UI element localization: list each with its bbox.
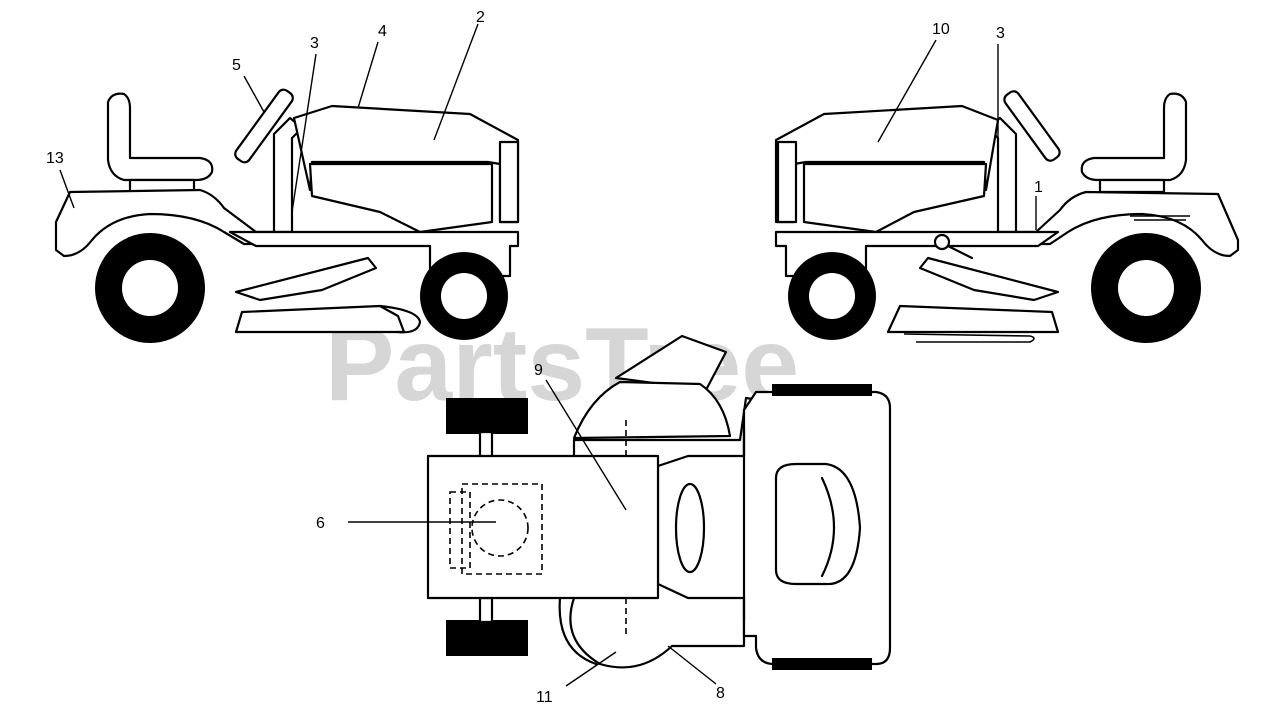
- right-mower-deck: [886, 304, 1060, 334]
- callout-labels: 13 5 3 4 2 10 3 1 9 6 11 8: [46, 9, 1043, 706]
- callout-leaders: [59, 23, 1037, 687]
- callout-6: 6: [316, 515, 325, 532]
- top-rear-axle-lower: [478, 596, 494, 624]
- top-rear-body: [426, 454, 660, 600]
- leader-11: [565, 651, 617, 687]
- right-footrest: [918, 256, 1060, 302]
- left-rear-wheel-rim: [122, 260, 178, 316]
- leader-9: [545, 379, 627, 511]
- right-grille: [776, 140, 798, 224]
- left-grille: [498, 140, 520, 224]
- leader-4: [357, 41, 379, 109]
- top-view-tractor: [426, 334, 892, 670]
- left-hood-lower: [308, 162, 494, 234]
- callout-4: 4: [378, 23, 387, 40]
- callout-11: 11: [536, 689, 553, 706]
- top-fuel-cap: [471, 499, 529, 557]
- top-front-bumper-lower: [772, 658, 872, 670]
- right-hood-lower: [802, 162, 988, 234]
- left-seat: [106, 92, 214, 182]
- right-steering-wheel: [1003, 90, 1061, 162]
- right-side-view-tractor: [774, 90, 1240, 343]
- leader-2: [433, 23, 479, 141]
- left-steering-wheel: [234, 88, 294, 164]
- leader-8: [667, 645, 717, 685]
- top-hood-panel: [774, 462, 862, 586]
- callout-9: 9: [534, 362, 543, 379]
- right-rear-wheel-rim: [1118, 260, 1174, 316]
- right-rear-fender: [1002, 190, 1240, 258]
- callout-1: 1: [1034, 179, 1043, 196]
- leader-10: [877, 39, 937, 143]
- left-discharge-chute: [378, 304, 422, 334]
- top-hood-panel-inner: [820, 476, 836, 578]
- callout-3-left: 3: [310, 35, 319, 52]
- top-rear-right-tire: [446, 620, 528, 656]
- left-front-wheel-rim: [441, 273, 487, 319]
- top-rear-axle-upper: [478, 430, 494, 460]
- left-footrest: [234, 256, 378, 302]
- left-rear-fender: [54, 188, 292, 258]
- leader-3-left: [291, 53, 317, 213]
- right-seat-base: [1098, 178, 1166, 194]
- callout-13: 13: [46, 150, 64, 167]
- right-deck-skirt: [903, 333, 1035, 343]
- callout-2: 2: [476, 9, 485, 26]
- top-steering-oval: [674, 482, 706, 574]
- top-front-bumper-upper: [772, 384, 872, 396]
- right-front-wheel-rim: [809, 273, 855, 319]
- right-seat: [1080, 92, 1188, 182]
- right-lift-lever: [946, 244, 974, 260]
- callout-5: 5: [232, 57, 241, 74]
- top-deck-front-edge: [558, 596, 598, 666]
- top-seat-outline: [461, 483, 543, 575]
- top-seat-outline-outer: [449, 491, 471, 569]
- right-lift-lever-knob: [933, 233, 951, 251]
- callout-8: 8: [716, 685, 725, 702]
- right-fender-decal-lines: [1130, 215, 1190, 221]
- leader-13: [59, 169, 75, 209]
- left-mower-deck: [234, 304, 406, 334]
- left-side-view-tractor: [54, 88, 520, 343]
- top-deck-shape: [572, 380, 732, 440]
- top-rear-left-tire: [446, 398, 528, 434]
- leader-5: [243, 75, 265, 113]
- callout-3-right: 3: [996, 25, 1005, 42]
- callout-10: 10: [932, 21, 950, 38]
